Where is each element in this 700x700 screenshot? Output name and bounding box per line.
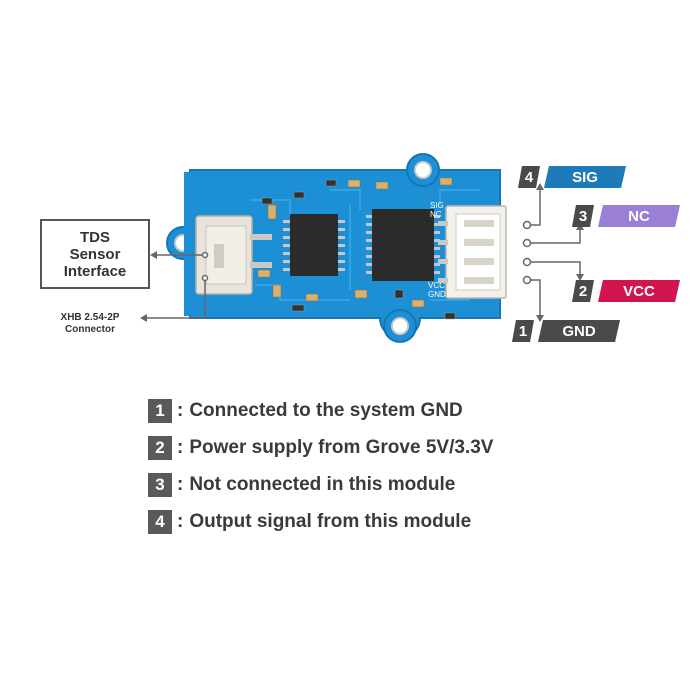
pin-number: 1 — [512, 320, 534, 342]
xhb-label-line-1: XHB 2.54-2P — [60, 312, 120, 323]
ic-chip-1 — [283, 214, 345, 276]
pin-name: SIG — [544, 166, 626, 188]
legend-number: 4 — [148, 510, 172, 534]
pin-tag-vcc: 2 VCC — [572, 280, 680, 302]
legend-colon: : — [177, 474, 184, 495]
pin-name: VCC — [598, 280, 680, 302]
gnd-leader — [527, 279, 541, 318]
pin-name: NC — [598, 205, 680, 227]
xhb-connector-label: XHB 2.54-2P Connector — [40, 312, 140, 336]
tds-connector — [195, 215, 272, 295]
legend-text: Not connected in this module — [189, 474, 456, 495]
legend-item: 2 : Power supply from Grove 5V/3.3V — [148, 435, 493, 461]
legend-text: Power supply from Grove 5V/3.3V — [189, 437, 494, 458]
xhb-arrow — [140, 274, 209, 322]
silk-nc: NC — [430, 210, 442, 219]
pcb-board: SIG NC VCC GND — [166, 153, 507, 343]
legend-item: 3 : Not connected in this module — [148, 472, 493, 498]
silk-sig: SIG — [430, 201, 444, 210]
nc-leader — [527, 228, 581, 244]
tds-arrow — [150, 251, 209, 259]
silk-vcc: VCC — [428, 281, 445, 290]
pin-tag-nc: 3 NC — [572, 205, 680, 227]
silk-gnd: GND — [428, 290, 446, 299]
pin-tag-gnd: 1 GND — [512, 320, 620, 342]
pin-tag-sig: 4 SIG — [518, 166, 626, 188]
legend-number: 3 — [148, 473, 172, 497]
legend-number: 1 — [148, 399, 172, 423]
tds-label-line-1: TDS — [80, 228, 110, 246]
legend-text: Connected to the system GND — [189, 400, 463, 421]
pin-number: 2 — [572, 280, 594, 302]
tds-label-line-2: Sensor — [69, 245, 121, 263]
pin-number: 4 — [518, 166, 540, 188]
legend-number: 2 — [148, 436, 172, 460]
vcc-leader — [527, 261, 581, 276]
sig-leader — [527, 188, 541, 226]
xhb-label-line-2: Connector — [65, 324, 115, 335]
tds-label-line-3: Interface — [63, 262, 127, 280]
legend-colon: : — [177, 400, 184, 421]
legend-colon: : — [177, 511, 184, 532]
tds-sensor-interface-label: TDS Sensor Interface — [40, 219, 150, 289]
legend-item: 4 : Output signal from this module — [148, 509, 493, 535]
pin-name: GND — [538, 320, 620, 342]
pin-legend: 1 : Connected to the system GND 2 : Powe… — [148, 398, 493, 546]
legend-colon: : — [177, 437, 184, 458]
ic-chip-2 — [366, 209, 440, 281]
grove-connector — [438, 205, 507, 299]
legend-item: 1 : Connected to the system GND — [148, 398, 493, 424]
pin-number: 3 — [572, 205, 594, 227]
legend-text: Output signal from this module — [189, 511, 472, 532]
